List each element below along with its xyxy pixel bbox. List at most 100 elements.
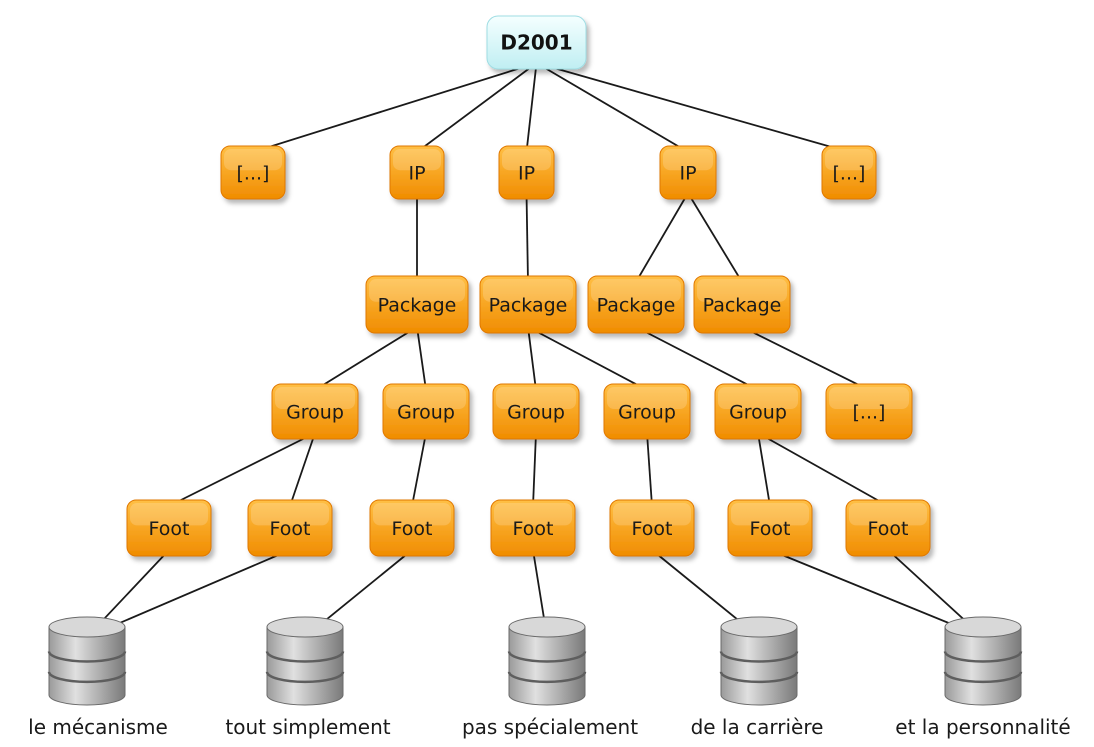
node-gloss — [496, 387, 576, 409]
node-gloss — [373, 503, 451, 526]
node-foot-2: Foot — [247, 499, 333, 557]
node-box — [479, 275, 577, 334]
node-foot-6: Foot — [727, 499, 813, 557]
node-label: Group — [286, 402, 344, 424]
database-segment-line — [943, 671, 1023, 684]
edge-group-5-foot-7 — [757, 432, 889, 507]
database-segment-line — [507, 651, 587, 663]
node-package-4: Package — [693, 275, 791, 334]
database-segment-line — [943, 651, 1023, 663]
node-gloss — [483, 279, 573, 302]
node-label: Foot — [632, 518, 673, 540]
node-gloss — [849, 503, 927, 526]
node-box — [247, 499, 333, 557]
node-package-2: Package — [479, 275, 577, 334]
edge-group-3-foot-4 — [532, 432, 537, 507]
node-box — [271, 383, 359, 440]
node-label: IP — [518, 163, 535, 185]
edge-package-3-group-5 — [635, 326, 759, 391]
node-box — [492, 383, 580, 440]
database-label: pas spécialement — [462, 715, 638, 739]
node-foot-1: Foot — [126, 499, 212, 557]
database-top — [266, 616, 344, 638]
node-label: Group — [618, 402, 676, 424]
edge-ip-3-package-4 — [687, 192, 743, 283]
node-box — [659, 145, 717, 200]
database-icon — [47, 616, 127, 706]
node-label: IP — [408, 163, 425, 185]
node-label: Foot — [513, 518, 554, 540]
edge-root-ellipsis-right — [536, 62, 850, 153]
node-box — [693, 275, 791, 334]
node-gloss — [386, 387, 466, 409]
edge-group-5-foot-6 — [757, 432, 771, 507]
node-box — [603, 383, 691, 440]
database-label: de la carrière — [691, 715, 824, 739]
node-gloss — [613, 503, 691, 526]
node-group-2: Group — [382, 383, 470, 440]
edge-package-2-group-3 — [527, 326, 537, 391]
node-label: Foot — [270, 518, 311, 540]
edge-root-ip-1 — [416, 62, 538, 153]
node-gloss — [393, 149, 441, 171]
database-segment-line — [47, 651, 127, 663]
node-gloss — [494, 503, 572, 526]
node-box — [126, 499, 212, 557]
node-box — [821, 145, 877, 200]
node-gloss — [663, 149, 713, 171]
node-box — [498, 145, 555, 200]
edge-ip-2-package-2 — [525, 192, 529, 283]
node-ellipsis-group: [...] — [825, 383, 913, 440]
edge-group-4-foot-5 — [646, 432, 653, 507]
database-top — [944, 616, 1022, 638]
node-gloss — [718, 387, 798, 409]
database-body — [266, 626, 344, 706]
edge-root-ip-2 — [525, 62, 538, 153]
database-body — [720, 626, 798, 706]
edge-foot-6-db-5 — [769, 549, 984, 638]
node-gloss — [275, 387, 355, 409]
node-label: [...] — [853, 402, 886, 424]
database-label: et la personnalité — [895, 715, 1070, 739]
edge-group-1-foot-2 — [289, 432, 316, 507]
node-label: Foot — [750, 518, 791, 540]
node-ellipsis-right: [...] — [821, 145, 877, 200]
node-label: [...] — [833, 163, 866, 185]
node-gloss — [130, 503, 208, 526]
node-box — [382, 383, 470, 440]
edge-package-1-group-2 — [416, 326, 427, 391]
node-root: D2001 — [486, 15, 587, 70]
database-icon — [719, 616, 799, 706]
node-box — [587, 275, 685, 334]
node-gloss — [825, 149, 873, 171]
node-gloss — [224, 149, 282, 171]
node-group-1: Group — [271, 383, 359, 440]
edge-package-4-ellipsis-group — [741, 326, 870, 391]
database-icon — [265, 616, 345, 706]
node-label: Group — [729, 402, 787, 424]
database-icon — [943, 616, 1023, 706]
node-ip-3: IP — [659, 145, 717, 200]
database-body — [944, 626, 1022, 706]
node-box — [609, 499, 695, 557]
database-label: tout simplement — [225, 715, 390, 739]
node-box — [486, 15, 587, 70]
node-foot-3: Foot — [369, 499, 455, 557]
node-box — [220, 145, 286, 200]
edge-root-ip-3 — [536, 62, 689, 153]
node-gloss — [829, 387, 909, 409]
node-gloss — [502, 149, 551, 171]
node-foot-5: Foot — [609, 499, 695, 557]
node-gloss — [369, 279, 465, 302]
node-gloss — [607, 387, 687, 409]
node-package-1: Package — [365, 275, 469, 334]
database-segment-line — [265, 651, 345, 663]
node-ip-2: IP — [498, 145, 555, 200]
edge-root-ellipsis-left — [252, 62, 537, 153]
database-segment-line — [719, 671, 799, 684]
node-label: Package — [703, 295, 782, 317]
node-foot-4: Foot — [490, 499, 576, 557]
node-ip-1: IP — [389, 145, 445, 200]
